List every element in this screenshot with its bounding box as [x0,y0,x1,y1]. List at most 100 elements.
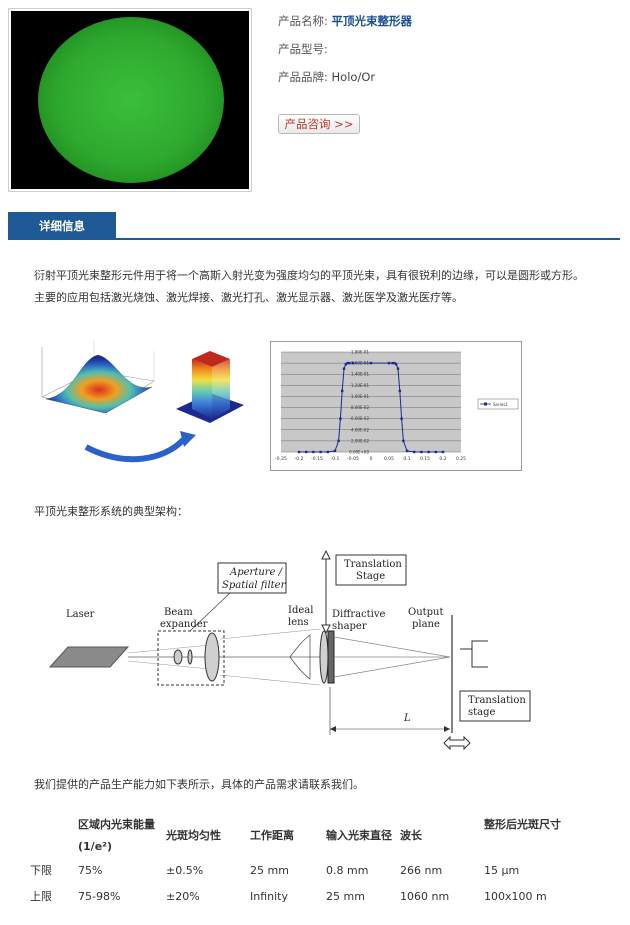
product-meta: 产品名称: 平顶光束整形器 产品型号: 产品品牌: Holo/Or [278,12,412,96]
beam-expander-label-2: expander [160,619,208,630]
data-point [333,449,337,453]
table-header-cell: 工作距离 [250,829,294,842]
data-point [441,450,445,454]
table-row: 下限 75% ±0.5% 25 mm 0.8 mm 266 nm 15 µm [30,858,574,884]
table-cell: 下限 [30,864,52,877]
product-brand-row: 产品品牌: Holo/Or [278,68,412,96]
table-header-cell: 整形后光斑尺寸 [484,818,561,831]
product-image-frame [8,8,252,192]
product-model-label: 产品型号: [278,42,328,56]
product-brand-value: Holo/Or [331,70,376,84]
translation-stage-bottom-1: Translation [468,695,526,706]
beam-expander-box [157,630,225,686]
data-point [339,417,342,420]
data-point [391,361,394,365]
y-tick-label: 0.00E+00 [349,450,369,455]
x-tick-label: -0.2 [295,456,304,462]
data-point [297,450,301,454]
architecture-caption: 平顶光束整形系统的典型架构： [34,505,188,518]
x-tick-label: 0.1 [403,456,410,462]
output-plane-label-2: plane [412,619,440,630]
table-header-cell: 光斑均匀性 [166,829,221,842]
table-cell: 100x100 m [484,890,547,903]
flattop-profile-svg: 1.80E-011.60E-011.40E-011.20E-011.00E-01… [275,350,519,462]
x-tick-label: 0.25 [456,456,466,462]
flattop-block-plot [176,351,244,423]
data-point [413,450,416,454]
y-tick-label: 1.20E-01 [351,383,369,388]
translation-stage-top-1: Translation [344,559,402,570]
data-point [348,361,351,365]
table-cell: 266 nm [400,864,443,877]
data-point [369,361,373,365]
data-point [351,361,355,365]
x-tick-label: 0.05 [384,456,394,462]
tab-details[interactable]: 详细信息 [8,212,116,240]
table-cell: 1060 nm [400,890,450,903]
capability-caption: 我们提供的产品生产能力如下表所示，具体的产品需求请联系我们。 [34,778,364,791]
product-image [11,11,249,189]
transform-arrow [84,436,187,463]
x-tick-label: 0 [370,456,373,462]
laser-body [48,646,130,668]
y-tick-label: 1.40E-01 [351,372,369,377]
plot-area [281,352,461,452]
product-inquiry-button[interactable]: 产品咨询 >> [278,114,360,134]
data-point [326,450,329,454]
data-point [341,389,344,393]
data-point [396,367,400,370]
x-tick-label: -0.25 [275,456,287,462]
table-header-cell [30,814,78,858]
x-tick-label: -0.15 [311,456,323,462]
table-header-cell: 区域内光束能量(1/e²) [78,818,155,853]
data-point [346,361,349,365]
gaussian-to-flattop-figure [41,341,244,463]
data-point [305,450,308,454]
data-point [398,389,401,393]
detail-tab-bar: 详细信息 [8,212,620,240]
table-cell: 75% [78,864,103,877]
y-tick-label: 1.00E-01 [351,394,369,399]
x-tick-label: 0.2 [439,456,446,462]
aperture-label-1: Aperture / [229,567,284,578]
data-point [387,361,391,365]
series-marks [297,361,445,454]
table-cell: 25 mm [326,890,365,903]
y-tick-label: 1.80E-01 [351,350,369,355]
table-header-cell: 输入光束直径 [326,829,392,842]
data-point [312,450,315,454]
legend-label: Series1 [493,402,508,407]
data-point [344,363,347,366]
aperture-label-box [217,562,287,594]
table-cell: ±0.5% [166,864,204,877]
product-model-row: 产品型号: [278,40,412,68]
output-plane-label-1: Output [408,607,444,618]
laser-label: Laser [66,609,95,620]
y-tick-label: 4.00E-02 [351,427,369,432]
table-cell: 0.8 mm [326,864,369,877]
y-tick-label: 8.00E-02 [351,405,369,410]
product-name-row: 产品名称: 平顶光束整形器 [278,12,412,40]
product-description: 衍射平顶光束整形元件用于将一个高斯入射光变为强度均匀的平顶光束，具有很锐利的边缘… [34,269,584,304]
data-point [319,450,322,454]
product-name-value: 平顶光束整形器 [331,14,413,28]
ideal-lens-label-2: lens [288,617,309,628]
table-row: 上限 75-98% ±20% Infinity 25 mm 1060 nm 10… [30,884,574,910]
table-cell: 上限 [30,890,52,903]
x-tick-label: 0.15 [420,456,430,462]
table-header-row: 区域内光束能量(1/e²) 光斑均匀性 工作距离 输入光束直径 波长 整形后光斑… [30,814,574,858]
green-beam-spot [38,17,224,183]
gaussian-surface-plot [41,341,155,414]
table-cell: 15 µm [484,864,520,877]
translation-stage-bottom-2: stage [468,707,496,718]
table-cell: 75-98% [78,890,121,903]
product-name-label: 产品名称: [278,14,328,28]
diffractive-shaper-label-2: shaper [332,621,367,632]
y-tick-label: 2.00E-02 [351,438,369,443]
diffractive-shaper-element [327,630,335,684]
ideal-lens-label-1: Ideal [288,605,313,616]
data-point [434,450,437,454]
translation-stage-top-2: Stage [356,571,385,582]
